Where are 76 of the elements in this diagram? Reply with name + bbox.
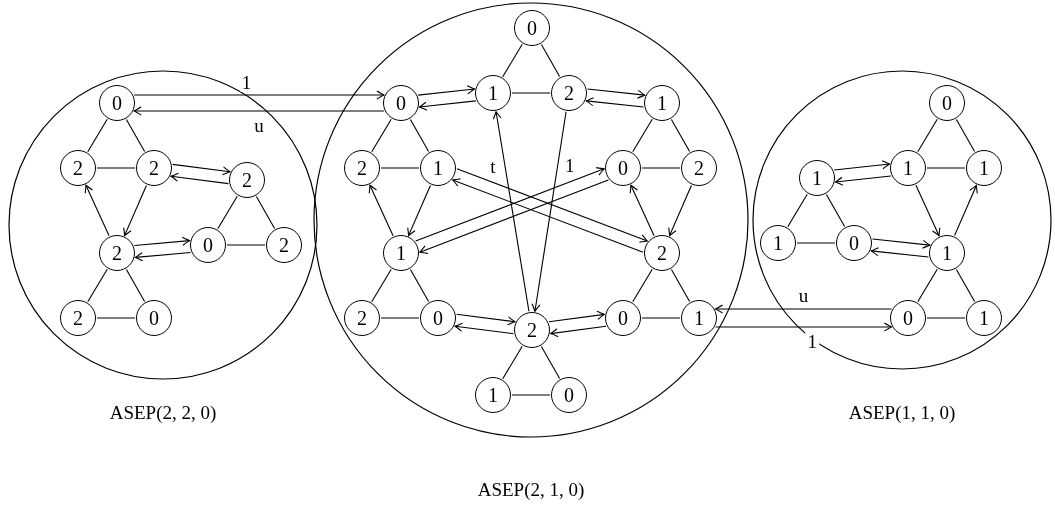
graph-line [87, 268, 108, 303]
vertex-node: 2 [136, 150, 172, 186]
graph-line [917, 118, 938, 153]
graph-line [540, 43, 561, 78]
graph-line [125, 268, 146, 303]
graph-line [825, 193, 846, 228]
vertex-node: 2 [60, 150, 96, 186]
vertex-node: 0 [890, 300, 926, 336]
graph-line [670, 118, 691, 153]
graph-line [380, 317, 420, 319]
vertex-node: 2 [514, 312, 550, 348]
vertex-node: 2 [644, 235, 680, 271]
vertex-node: 2 [344, 150, 380, 186]
vertex-node: 1 [681, 300, 717, 336]
graph-line [380, 167, 420, 169]
graph-line [511, 394, 551, 396]
vertex-node: 2 [551, 75, 587, 111]
graph-line [670, 268, 691, 303]
vertex-node: 0 [605, 300, 641, 336]
graph-line [371, 118, 392, 153]
vertex-node: 0 [190, 227, 226, 263]
state-space-label: ASEP(2, 1, 0) [477, 479, 585, 501]
vertex-node: 1 [475, 75, 511, 111]
vertex-node: 0 [136, 300, 172, 336]
vertex-node: 2 [60, 300, 96, 336]
vertex-node: 1 [929, 235, 965, 271]
graph-line [217, 195, 238, 230]
graph-line [371, 268, 392, 303]
vertex-node: 0 [420, 300, 456, 336]
vertex-node: 0 [99, 85, 135, 121]
vertex-node: 2 [229, 162, 265, 198]
vertex-node: 1 [890, 150, 926, 186]
graph-line [511, 92, 551, 94]
vertex-node: 1 [383, 235, 419, 271]
graph-line [502, 43, 523, 78]
graph-line [226, 244, 266, 246]
graph-line [632, 268, 653, 303]
vertex-node: 0 [929, 85, 965, 121]
state-space-label: ASEP(2, 2, 0) [109, 402, 217, 424]
vertex-node: 1 [475, 377, 511, 413]
edge-label: 1 [805, 331, 820, 351]
graph-line [641, 317, 681, 319]
vertex-node: 1 [644, 85, 680, 121]
graph-line [409, 118, 430, 153]
graph-line [409, 268, 430, 303]
vertex-node: 1 [420, 150, 456, 186]
graph-line [540, 345, 561, 380]
graph-line [917, 268, 938, 303]
graph-line [87, 118, 108, 153]
vertex-node: 2 [344, 300, 380, 336]
graph-line [796, 242, 836, 244]
vertex-node: 0 [605, 150, 641, 186]
state-space-label: ASEP(1, 1, 0) [848, 402, 956, 424]
vertex-node: 0 [836, 225, 872, 261]
graph-line [255, 195, 276, 230]
vertex-node: 0 [551, 377, 587, 413]
graph-line [955, 118, 976, 153]
graph-line [125, 118, 146, 153]
vertex-node: 2 [266, 227, 302, 263]
vertex-node: 1 [760, 225, 796, 261]
vertex-node: 1 [799, 160, 835, 196]
graph-line [632, 118, 653, 153]
vertex-node: 2 [681, 150, 717, 186]
vertex-node: 1 [966, 150, 1002, 186]
vertex-node: 2 [99, 235, 135, 271]
vertex-node: 0 [514, 10, 550, 46]
graph-line [641, 167, 681, 169]
graph-line [926, 167, 966, 169]
vertex-node: 1 [966, 300, 1002, 336]
graph-line [787, 193, 808, 228]
graph-line [955, 268, 976, 303]
graph-line [96, 167, 136, 169]
graph-line [926, 317, 966, 319]
vertex-node: 0 [383, 85, 419, 121]
graph-line [502, 345, 523, 380]
graph-line [96, 317, 136, 319]
